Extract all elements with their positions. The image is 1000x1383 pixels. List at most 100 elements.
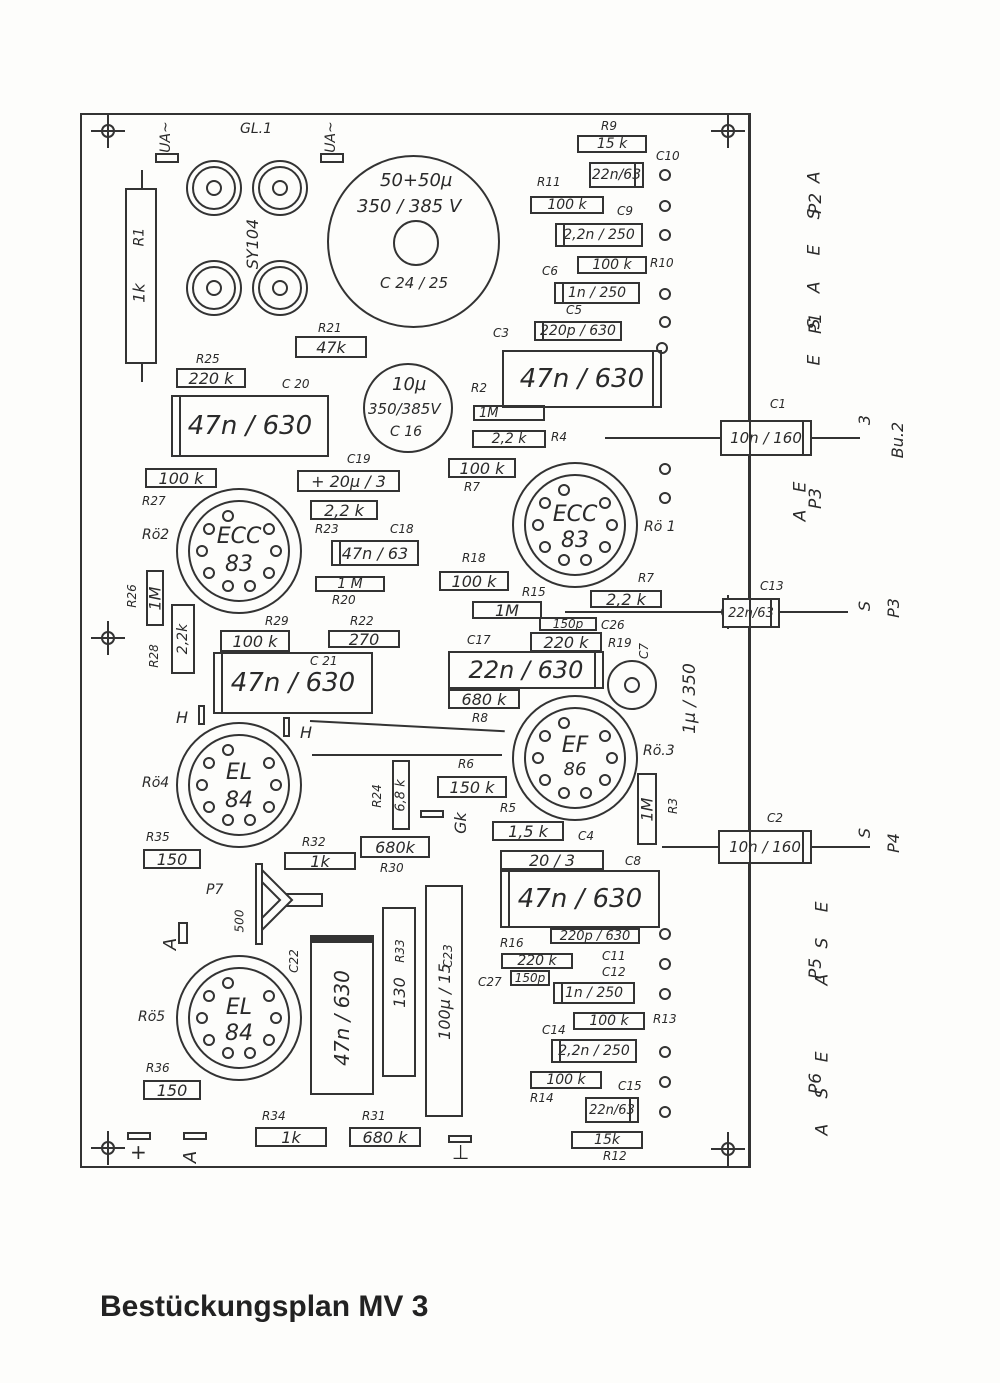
capacitor-c12: 1n / 250 bbox=[553, 982, 635, 1004]
ua-pad-left bbox=[155, 153, 179, 163]
capacitor-c17: 22n / 630 bbox=[448, 651, 604, 689]
tube-pin bbox=[221, 509, 234, 522]
r7a-name: R7 bbox=[464, 480, 480, 494]
resistor-r14: 100 k bbox=[530, 1071, 602, 1089]
resistor-r21: 47k bbox=[295, 336, 367, 358]
tube-pin bbox=[196, 545, 208, 557]
r15-value: 1M bbox=[495, 600, 519, 620]
c24-25-name: C 24 / 25 bbox=[380, 274, 449, 292]
tube-pin bbox=[539, 773, 552, 786]
ro4-number: 84 bbox=[225, 788, 253, 813]
c12-value: 1n / 250 bbox=[564, 985, 624, 1001]
r20-value: 1 M bbox=[337, 576, 363, 592]
c7-value: 1µ / 350 bbox=[679, 663, 700, 734]
r7a-value: 100 k bbox=[459, 458, 505, 478]
ua-label-right: UA~ bbox=[322, 121, 339, 153]
c16-value2: 350/385V bbox=[368, 400, 441, 418]
c3-value: 47n / 630 bbox=[519, 364, 645, 394]
pot-name: P7 bbox=[206, 882, 224, 898]
resistor-r1 bbox=[125, 188, 157, 364]
c10-name: C10 bbox=[656, 149, 680, 163]
r8-value: 680 k bbox=[461, 689, 507, 709]
r11-name: R11 bbox=[537, 175, 561, 189]
resistor-r34: 1k bbox=[255, 1127, 327, 1147]
resistor-r7b: 2,2 k bbox=[590, 589, 662, 609]
ro2-name: Rö2 bbox=[142, 527, 170, 543]
r1-name: R1 bbox=[131, 227, 148, 247]
tube-socket-ro5: EL 84 bbox=[176, 955, 302, 1081]
c5-value: 220p / 630 bbox=[540, 323, 616, 339]
r22-value: 270 bbox=[348, 629, 380, 649]
tube-pin bbox=[196, 1012, 208, 1024]
r24-value: 6,8 k bbox=[393, 778, 409, 812]
r30-value: 680k bbox=[375, 837, 415, 857]
r36-value: 150 bbox=[156, 1080, 188, 1100]
tube-pin bbox=[262, 990, 275, 1003]
r12-value: 15k bbox=[594, 1132, 620, 1148]
c17-name: C17 bbox=[467, 633, 491, 647]
c2-name: C2 bbox=[767, 811, 784, 825]
c9-name: C9 bbox=[617, 204, 634, 218]
resistor-r20: 1 M bbox=[315, 576, 385, 592]
plus-terminal-pad bbox=[127, 1132, 151, 1140]
ro2-type: ECC bbox=[216, 524, 262, 549]
r4-value: 2,2 k bbox=[491, 431, 527, 447]
ua-pad-right bbox=[320, 153, 344, 163]
resistor-r8: 680 k bbox=[448, 689, 520, 709]
c22-value: 47n / 630 bbox=[330, 970, 355, 1066]
c27-value: 150p bbox=[514, 971, 546, 985]
mounting-hole-icon bbox=[711, 114, 745, 148]
tube-pin bbox=[262, 566, 275, 579]
solder-pad bbox=[659, 988, 671, 1000]
capacitor-c9: 2,2n / 250 bbox=[555, 223, 643, 247]
a-terminal-1-label: A bbox=[160, 937, 182, 951]
tube-pin bbox=[244, 814, 257, 827]
tube-pin bbox=[532, 519, 544, 531]
c11-name: C11 bbox=[602, 949, 626, 963]
resistor-r3: 1M bbox=[637, 773, 657, 845]
solder-pad bbox=[659, 928, 671, 940]
solder-pad bbox=[659, 492, 671, 504]
tube-pin bbox=[539, 497, 552, 510]
c23-name: C23 bbox=[440, 944, 455, 968]
rectifier-label: GL.1 bbox=[240, 121, 273, 137]
r1-value: 1k bbox=[129, 283, 149, 303]
c26-name: C26 bbox=[601, 618, 625, 632]
capacitor-c16 bbox=[363, 363, 453, 453]
r22-name: R22 bbox=[350, 614, 374, 628]
r29-value: 100 k bbox=[232, 631, 278, 651]
tube-pin bbox=[270, 1012, 282, 1024]
r30-name: R30 bbox=[380, 861, 404, 875]
wire bbox=[780, 611, 848, 613]
tube-pin bbox=[203, 523, 216, 536]
capacitor-c22: 47n / 630 bbox=[310, 935, 374, 1095]
tube-pin bbox=[203, 800, 216, 813]
r12-name: R12 bbox=[603, 1149, 627, 1163]
c24-25-value2: 350 / 385 V bbox=[357, 196, 462, 217]
tube-socket-ro2: ECC 83 bbox=[176, 488, 302, 614]
wire bbox=[812, 846, 870, 848]
rectifier-diode-icon bbox=[252, 260, 308, 316]
resistor-r9: 15 k bbox=[577, 135, 647, 153]
r25-name: R25 bbox=[196, 352, 220, 366]
r3-name: R3 bbox=[665, 798, 680, 814]
tube-pin bbox=[580, 787, 593, 800]
p2-name: P2 bbox=[806, 192, 827, 215]
tube-pin bbox=[203, 757, 216, 770]
c24-25-value1: 50+50µ bbox=[380, 170, 453, 191]
tube-pin bbox=[221, 580, 234, 593]
ground-terminal-label: ⊥ bbox=[452, 1140, 470, 1164]
c27-name: C27 bbox=[478, 975, 502, 989]
r7b-value: 2,2 k bbox=[606, 589, 646, 609]
tube-pin bbox=[221, 976, 234, 989]
a-terminal-1-pad bbox=[178, 922, 188, 944]
resistor-r22: 270 bbox=[328, 629, 400, 649]
c15-value: 22n/63 bbox=[589, 1102, 635, 1118]
mounting-hole-icon bbox=[711, 1132, 745, 1166]
solder-pad bbox=[659, 1046, 671, 1058]
c1-name: C1 bbox=[770, 397, 787, 411]
wire bbox=[312, 754, 502, 756]
resistor-r32: 1k bbox=[284, 852, 356, 871]
tube-pin bbox=[262, 523, 275, 536]
ua-label-left: UA~ bbox=[157, 121, 174, 153]
